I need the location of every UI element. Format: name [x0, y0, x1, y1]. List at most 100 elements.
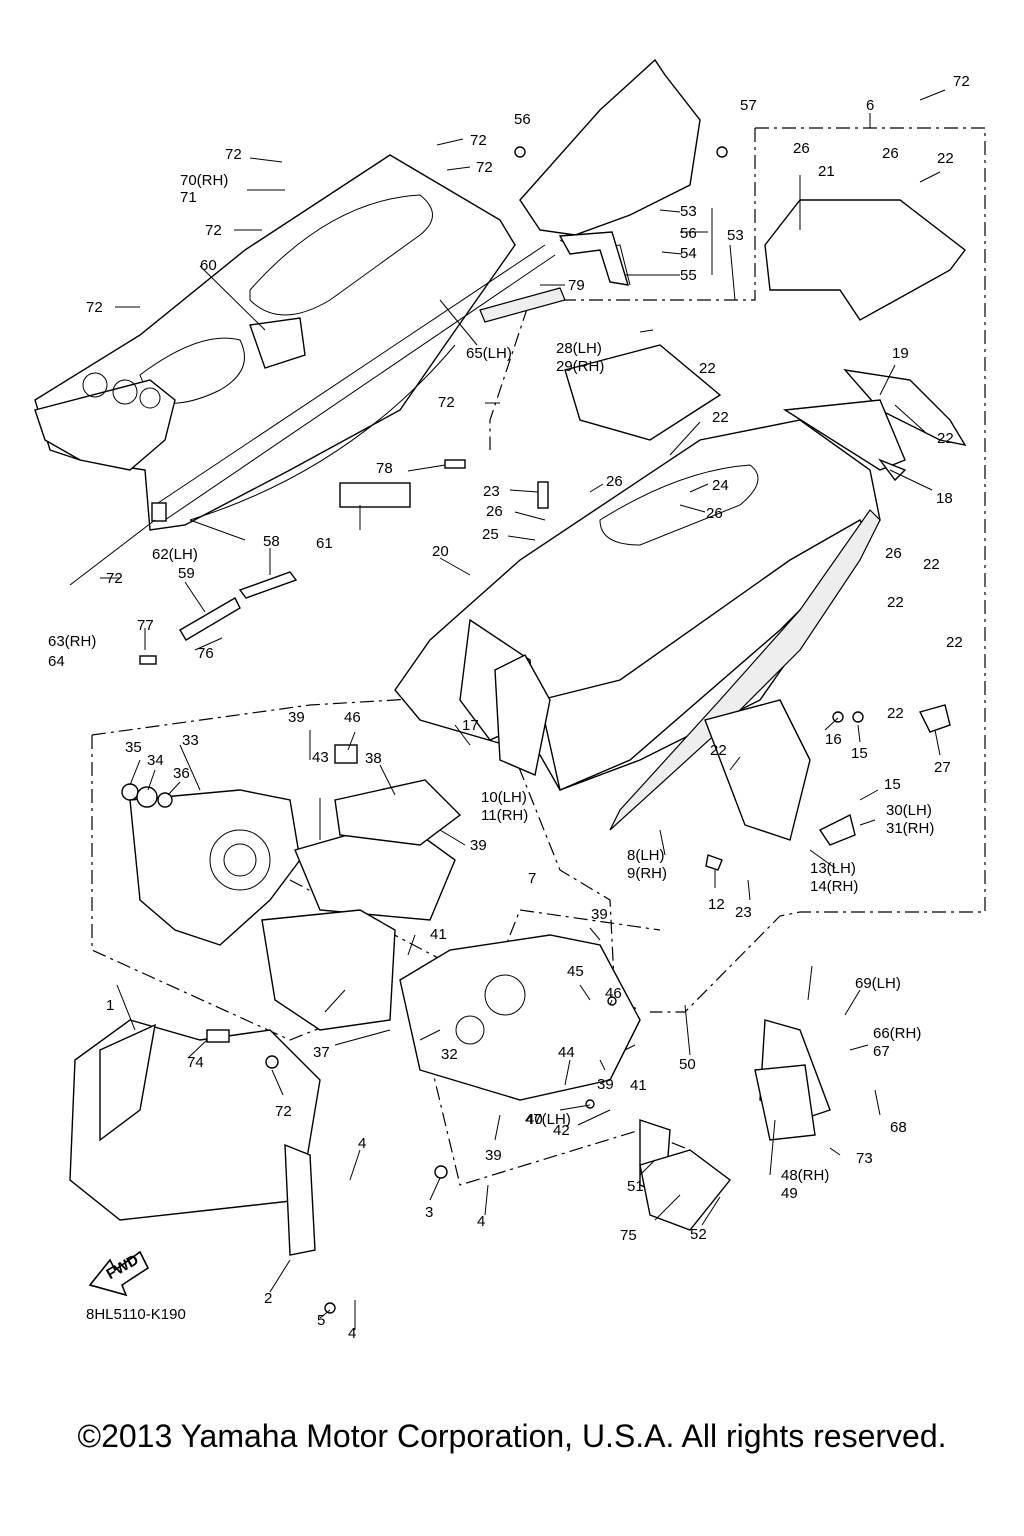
rear-plate-21 [764, 199, 967, 471]
callout-label: 12 [708, 896, 725, 913]
callout-label: 41 [430, 926, 447, 943]
callout-label: 48(RH) [781, 1167, 829, 1184]
callout-label: 15 [884, 776, 901, 793]
callout-label: 50 [679, 1056, 696, 1073]
callout-label: 26 [882, 145, 899, 162]
callout-label: 49 [781, 1185, 798, 1202]
callout-label: 22 [712, 409, 729, 426]
callout-label: 1 [106, 997, 114, 1014]
callout-label: 22 [937, 430, 954, 447]
copyright-notice: ©2013 Yamaha Motor Corporation, U.S.A. A… [77, 1418, 947, 1454]
callout-label: 35 [125, 739, 142, 756]
callout-label: 44 [558, 1044, 575, 1061]
callout-label: 58 [263, 533, 280, 550]
leader-lines [69, 89, 946, 1330]
callout-label: 43 [312, 749, 329, 766]
front-frame-assembly [69, 654, 831, 1256]
callout-label: 21 [818, 163, 835, 180]
callout-label: 22 [699, 360, 716, 377]
drawing-code: 8HL5110-K190 [86, 1306, 186, 1323]
callout-label: 22 [710, 742, 727, 759]
callout-label: 4 [358, 1135, 366, 1152]
callout-label: 75 [620, 1227, 637, 1244]
callout-label: 72 [953, 73, 970, 90]
callout-label: 59 [178, 565, 195, 582]
callout-label: 72 [438, 394, 455, 411]
callout-label: 22 [937, 150, 954, 167]
callout-label: 5 [317, 1312, 325, 1329]
callout-label: 29(RH) [556, 358, 604, 375]
callout-label: 57 [740, 97, 757, 114]
callout-label: 11(RH) [481, 807, 528, 824]
callout-label: 39 [288, 709, 305, 726]
callout-label: 72 [470, 132, 487, 149]
callout-label: 72 [275, 1103, 292, 1120]
callout-label: 46 [605, 985, 622, 1002]
callout-label: 73 [856, 1150, 873, 1167]
callout-label: 72 [476, 159, 493, 176]
callout-label: 20 [432, 543, 449, 560]
callout-label: 26 [793, 140, 810, 157]
callout-label: 34 [147, 752, 164, 769]
callout-label: 39 [470, 837, 487, 854]
callout-label: 22 [923, 556, 940, 573]
callout-label: 30(LH) [886, 802, 932, 819]
callout-label: 27 [934, 759, 951, 776]
callout-label: 40 [526, 1111, 543, 1128]
callout-label: 24 [712, 477, 729, 494]
callout-label: 39 [597, 1076, 614, 1093]
callout-label: 72 [225, 146, 242, 163]
callout-label: 22 [887, 594, 904, 611]
callout-label: 23 [735, 904, 752, 921]
callout-label: 32 [441, 1046, 458, 1063]
callout-label: 45 [567, 963, 584, 980]
callout-label: 22 [946, 634, 963, 651]
callout-label: 2 [264, 1290, 272, 1307]
hardware-items [121, 146, 951, 1314]
callout-label: 42 [553, 1122, 570, 1139]
callout-label: 26 [885, 545, 902, 562]
callout-label: 79 [568, 277, 585, 294]
callout-label: 9(RH) [627, 865, 667, 882]
callout-label: 62(LH) [152, 546, 198, 563]
callout-label: 72 [86, 299, 103, 316]
callout-label: 53 [680, 203, 697, 220]
callout-label: 72 [205, 222, 222, 239]
callout-label: 15 [851, 745, 868, 762]
rear-flap-assembly [519, 58, 701, 286]
callout-label: 28(LH) [556, 340, 602, 357]
callout-label: 38 [365, 750, 382, 767]
callout-label: 4 [477, 1213, 485, 1230]
callout-label: 16 [825, 731, 842, 748]
callout-label: 74 [187, 1054, 204, 1071]
callout-label: 13(LH) [810, 860, 856, 877]
callout-label: 6 [866, 97, 874, 114]
callout-label: 33 [182, 732, 199, 749]
callout-label: 37 [313, 1044, 330, 1061]
callout-label: 54 [680, 245, 697, 262]
callout-label: 10(LH) [481, 789, 527, 806]
callout-label: 8(LH) [627, 847, 665, 864]
callout-label: 55 [680, 267, 697, 284]
callout-label: 70(RH) [180, 172, 228, 189]
callout-label: 18 [936, 490, 953, 507]
callout-label: 65(LH) [466, 345, 512, 362]
callout-label: 63(RH) [48, 633, 96, 650]
callout-label: 47(LH) [525, 1111, 571, 1128]
callout-label: 72 [106, 570, 123, 587]
callout-label: 17 [462, 717, 479, 734]
callout-label: 36 [173, 765, 190, 782]
callout-label: 14(RH) [810, 878, 858, 895]
callout-label: 3 [425, 1204, 433, 1221]
callout-label: 64 [48, 653, 65, 670]
callout-label: 77 [137, 617, 154, 634]
fwd-arrow: FWD [88, 1250, 150, 1297]
callout-label: 22 [887, 705, 904, 722]
callout-label: 52 [690, 1226, 707, 1243]
callout-label: 26 [706, 505, 723, 522]
callout-label: 26 [486, 503, 503, 520]
callout-label: 60 [200, 257, 217, 274]
callout-label: 76 [197, 645, 214, 662]
callout-label: 26 [606, 473, 623, 490]
